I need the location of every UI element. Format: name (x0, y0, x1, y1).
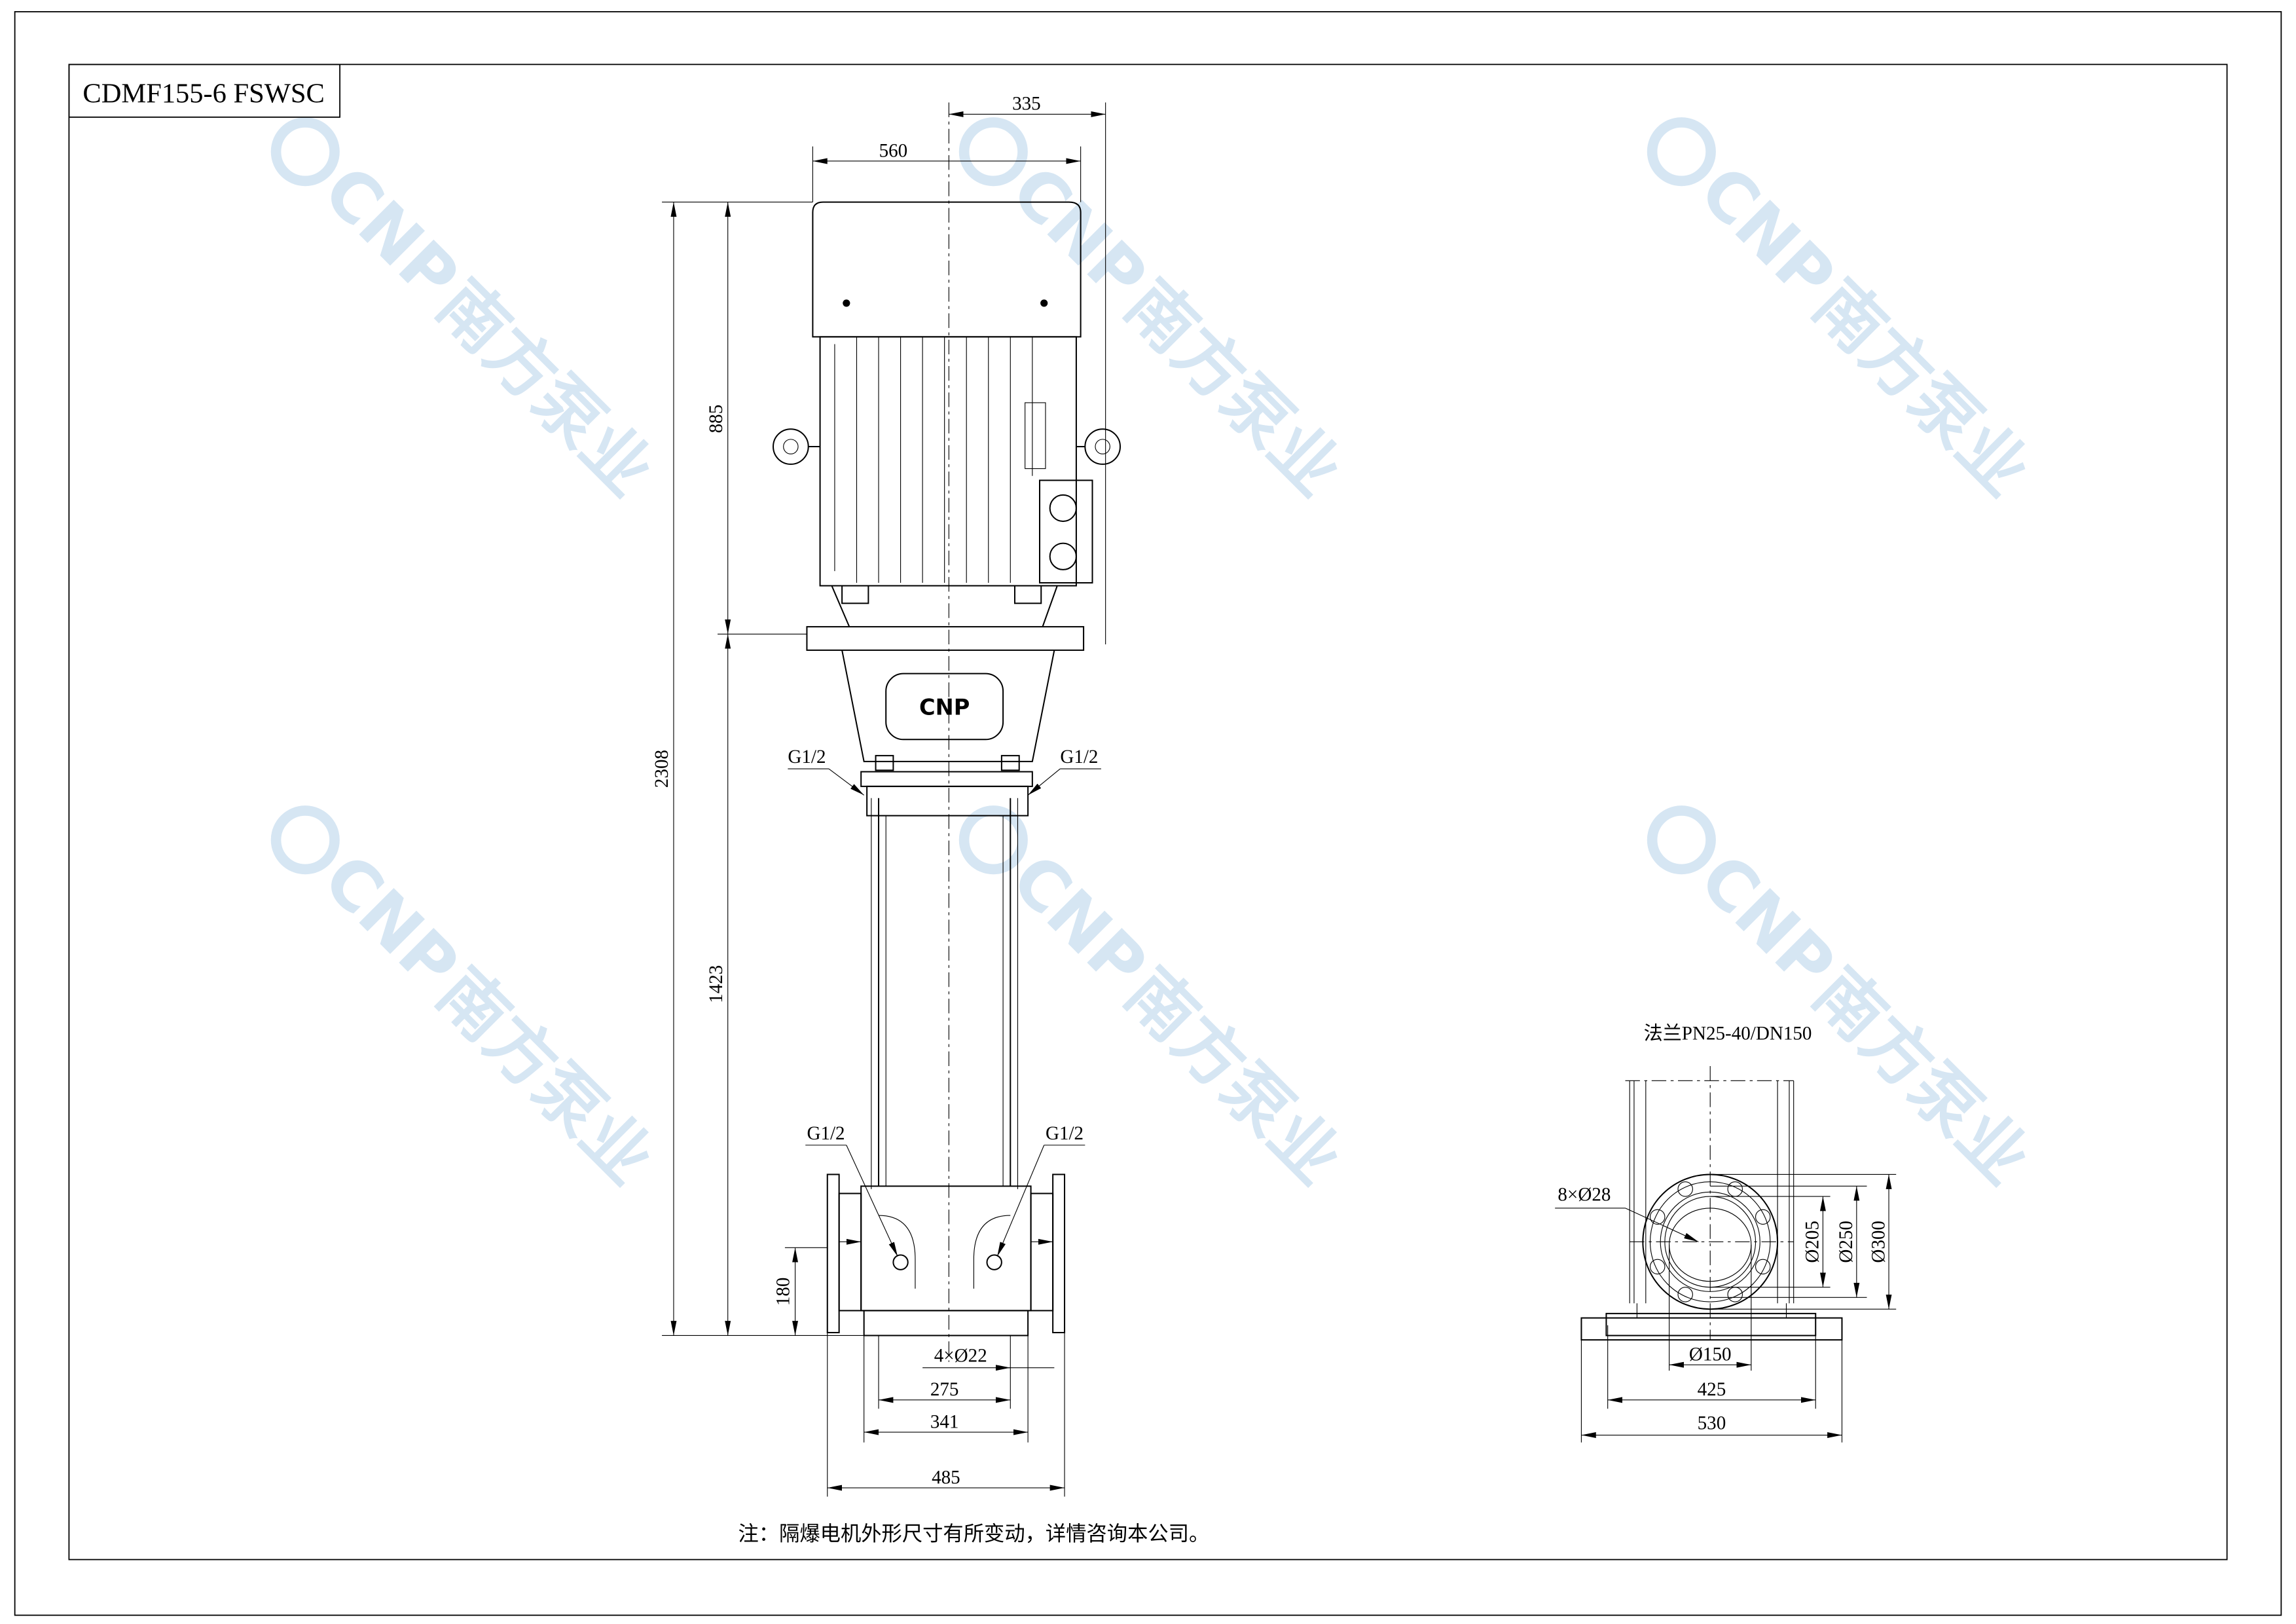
svg-text:CNP: CNP (1685, 152, 1850, 317)
watermark: CNP 南方泵业 (958, 117, 1356, 511)
footnote: 注：隔爆电机外形尺寸有所变动，详情咨询本公司。 (738, 1522, 1209, 1546)
front-view: CNP (773, 102, 1121, 1362)
svg-text:南方泵业: 南方泵业 (422, 266, 668, 511)
port-label: G1/2 (1046, 1123, 1084, 1144)
dim-bolt-holes: 8×Ø28 (1558, 1185, 1611, 1206)
front-dimensions: 335 560 2308 885 1423 180 4×Ø22 275 (651, 94, 1106, 1497)
outer-border (14, 10, 2282, 1616)
dim-180: 180 (773, 1278, 794, 1306)
svg-text:南方泵业: 南方泵业 (1110, 266, 1356, 511)
port-label: G1/2 (807, 1123, 845, 1144)
model-title: CDMF155-6 FSWSC (82, 79, 324, 109)
title-box (68, 64, 340, 118)
watermark: CNP 南方泵业 (1647, 805, 2044, 1200)
svg-text:CNP: CNP (1685, 840, 1850, 1005)
port-label: G1/2 (1060, 747, 1098, 767)
svg-text:CNP: CNP (308, 840, 473, 1005)
svg-text:南方泵业: 南方泵业 (1798, 266, 2044, 511)
watermark: CNP 南方泵业 (270, 805, 668, 1200)
dim-1423: 1423 (706, 965, 727, 1003)
dim-485: 485 (932, 1467, 960, 1488)
dim-d250: Ø250 (1836, 1221, 1857, 1263)
dim-2308: 2308 (651, 750, 672, 788)
svg-text:CNP: CNP (996, 152, 1161, 317)
cnp-badge: CNP (919, 694, 970, 720)
dim-425: 425 (1698, 1379, 1726, 1400)
watermark: CNP 南方泵业 (1647, 117, 2044, 511)
dim-335: 335 (1012, 94, 1041, 115)
svg-text:南方泵业: 南方泵业 (1110, 954, 1356, 1200)
side-view: 法兰PN25-40/DN150 8×Ø28 (1555, 1023, 1897, 1443)
svg-text:南方泵业: 南方泵业 (422, 954, 668, 1200)
svg-text:CNP: CNP (996, 840, 1161, 1005)
dim-d300: Ø300 (1868, 1221, 1889, 1263)
dim-foot-holes: 4×Ø22 (934, 1346, 987, 1367)
dim-885: 885 (706, 405, 727, 434)
port-label: G1/2 (788, 747, 826, 767)
dim-d205: Ø205 (1802, 1221, 1823, 1263)
svg-text:CNP: CNP (308, 152, 473, 317)
dim-275: 275 (930, 1379, 959, 1400)
svg-text:南方泵业: 南方泵业 (1798, 954, 2044, 1200)
inner-frame (68, 64, 2228, 1560)
watermark: CNP 南方泵业 (270, 117, 668, 511)
dim-530: 530 (1698, 1413, 1726, 1434)
port-labels: G1/2 G1/2 G1/2 G1/2 (788, 747, 1101, 1257)
flange-spec-label: 法兰PN25-40/DN150 (1644, 1023, 1812, 1044)
watermark: CNP 南方泵业 (958, 805, 1356, 1200)
dim-560: 560 (879, 140, 908, 161)
dim-bore: Ø150 (1689, 1344, 1732, 1365)
dim-341: 341 (930, 1411, 959, 1432)
